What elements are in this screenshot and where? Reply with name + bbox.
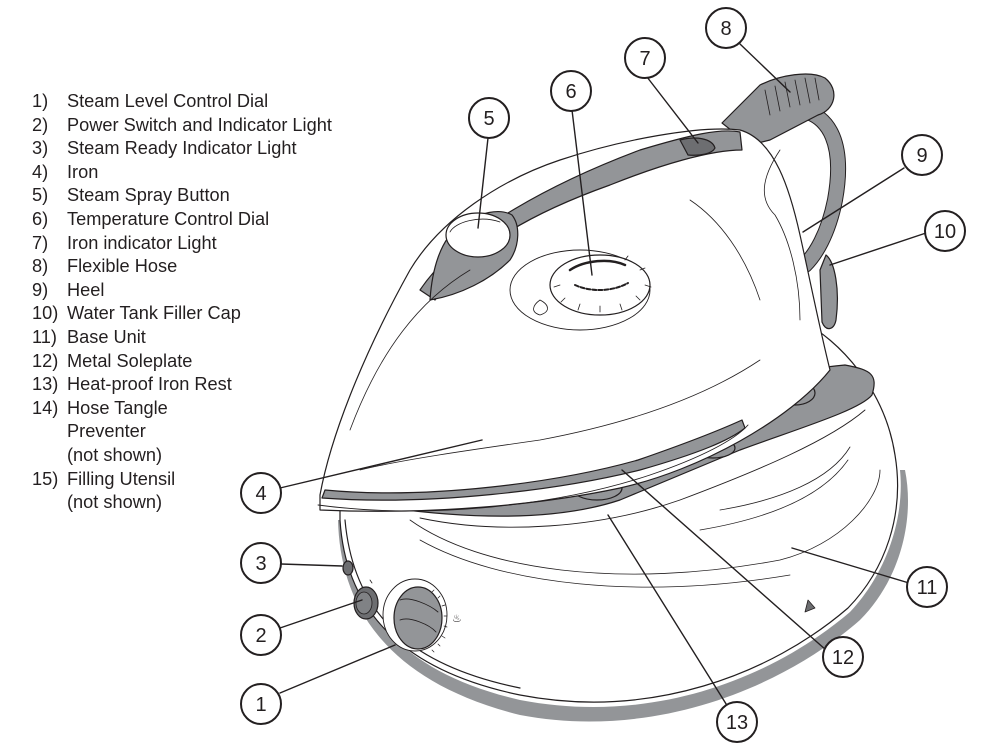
legend-label: Base Unit xyxy=(67,326,146,347)
leader-3 xyxy=(280,563,343,567)
legend-label: Heel xyxy=(67,279,105,300)
legend-number: 11) xyxy=(32,326,57,347)
iron xyxy=(317,128,831,512)
callout-13: 13 xyxy=(716,701,758,743)
steam-level-dial xyxy=(393,586,443,650)
legend-number: 9) xyxy=(32,279,49,300)
legend-label: Steam Spray Button xyxy=(67,185,230,206)
metal-soleplate xyxy=(321,419,746,501)
steam-ready-indicator-light xyxy=(342,560,354,576)
callout-3: 3 xyxy=(240,542,282,584)
legend-item: 5) Steam Spray Button xyxy=(32,184,332,208)
leader-10 xyxy=(829,232,927,266)
legend-number: 6) xyxy=(32,208,49,229)
callout-11: 11 xyxy=(906,566,948,608)
temperature-control-dial xyxy=(549,254,651,316)
legend-label: Iron xyxy=(67,161,99,182)
callout-number: 7 xyxy=(639,48,650,70)
callout-number: 13 xyxy=(726,712,748,734)
legend-number: 1) xyxy=(32,91,49,111)
legend-number: 10) xyxy=(32,303,59,324)
leader-12 xyxy=(621,469,827,651)
legend-item: 6) Temperature Control Dial xyxy=(32,208,332,232)
steam-spray-button xyxy=(445,212,511,258)
legend-number: 13) xyxy=(32,374,59,395)
callout-number: 5 xyxy=(483,108,494,130)
steam-symbol-icon: ♨ xyxy=(452,612,462,625)
legend-number: 14) xyxy=(32,397,59,418)
flexible-hose xyxy=(721,73,847,273)
legend-label: Steam Level Control Dial xyxy=(67,91,269,111)
legend-item: 1) Steam Level Control Dial xyxy=(32,90,332,114)
leader-8 xyxy=(739,43,791,93)
callout-number: 1 xyxy=(255,694,266,716)
callout-9: 9 xyxy=(901,134,943,176)
legend-item: 15) Filling Utensil (not shown) xyxy=(32,468,332,515)
callout-leaders xyxy=(279,43,927,708)
callout-number: 11 xyxy=(917,577,938,599)
legend-item: 9) Heel xyxy=(32,279,332,303)
callout-number: 4 xyxy=(255,483,266,505)
parts-legend: 1) Steam Level Control Dial 2) Power Switc… xyxy=(32,90,332,515)
legend-item: 8) Flexible Hose xyxy=(32,255,332,279)
callout-number: 12 xyxy=(832,647,854,669)
callout-2: 2 xyxy=(240,614,282,656)
callout-number: 8 xyxy=(720,18,731,40)
legend-number: 15) xyxy=(32,468,59,489)
callouts: 1 2 3 4 5 6 7 8 9 10 11 12 13 xyxy=(240,7,966,743)
leader-5 xyxy=(477,137,489,229)
legend-number: 7) xyxy=(32,232,49,253)
legend-item: 11) Base Unit xyxy=(32,326,332,350)
leader-9 xyxy=(802,167,905,233)
callout-number: 2 xyxy=(255,625,266,647)
legend-label: Flexible Hose xyxy=(67,256,178,277)
legend-number: 12) xyxy=(32,350,59,371)
leader-11 xyxy=(791,547,910,584)
leader-6 xyxy=(571,109,593,276)
legend-number: 2) xyxy=(32,114,49,135)
callout-4: 4 xyxy=(240,472,282,514)
leader-13 xyxy=(607,514,729,708)
callout-6: 6 xyxy=(550,70,592,112)
callout-7: 7 xyxy=(624,37,666,79)
water-tank-filler-cap xyxy=(819,254,838,330)
callout-10: 10 xyxy=(924,210,966,252)
legend-number: 3) xyxy=(32,138,49,159)
callout-1: 1 xyxy=(240,683,282,725)
callout-5: 5 xyxy=(468,97,510,139)
legend-item: 2) Power Switch and Indicator Light xyxy=(32,114,332,138)
legend-item: 4) Iron xyxy=(32,161,332,185)
legend-number: 8) xyxy=(32,256,49,277)
legend-label: Iron indicator Light xyxy=(67,232,217,253)
legend-number: 5) xyxy=(32,185,49,206)
legend-label: Hose Tangle Preventer (not shown) xyxy=(67,397,168,465)
legend-label: Filling Utensil (not shown) xyxy=(67,468,176,513)
callout-number: 3 xyxy=(255,553,266,575)
callout-8: 8 xyxy=(705,7,747,49)
legend-label: Water Tank Filler Cap xyxy=(67,303,241,324)
legend-label: Heat-proof Iron Rest xyxy=(67,374,232,395)
legend-item: 3) Steam Ready Indicator Light xyxy=(32,137,332,161)
leader-4 xyxy=(279,439,483,489)
legend-item: 7) Iron indicator Light xyxy=(32,232,332,256)
legend-label: Temperature Control Dial xyxy=(67,208,270,229)
legend-item: 12) Metal Soleplate xyxy=(32,350,332,374)
base-controls: ♨ xyxy=(342,560,462,653)
leader-7 xyxy=(646,76,699,144)
callout-number: 6 xyxy=(565,81,576,103)
legend-number: 4) xyxy=(32,161,49,182)
callout-number: 10 xyxy=(934,221,956,243)
leader-2 xyxy=(279,599,363,629)
legend-label: Metal Soleplate xyxy=(67,350,193,371)
legend-label: Steam Ready Indicator Light xyxy=(67,138,297,159)
legend-item: 10) Water Tank Filler Cap xyxy=(32,302,332,326)
legend-item: 14) Hose Tangle Preventer (not shown) xyxy=(32,397,332,468)
callout-number: 9 xyxy=(916,145,927,167)
callout-12: 12 xyxy=(822,636,864,678)
leader-1 xyxy=(279,644,396,694)
legend-item: 13) Heat-proof Iron Rest xyxy=(32,373,332,397)
legend-label: Power Switch and Indicator Light xyxy=(67,114,332,135)
